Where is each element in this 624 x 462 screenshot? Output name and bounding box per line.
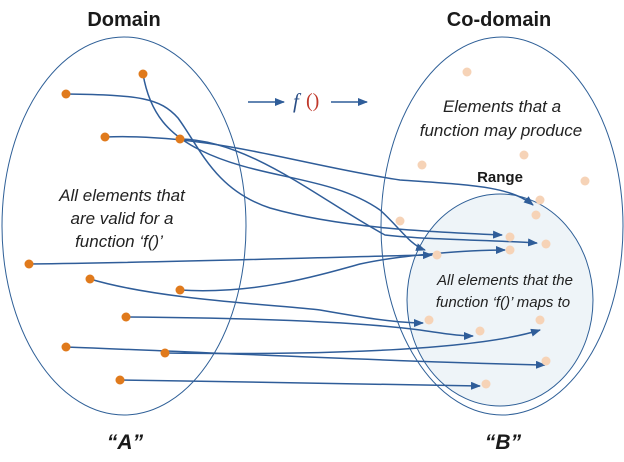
mapping-arrow bbox=[89, 278, 424, 327]
codomain-elements bbox=[395, 67, 590, 389]
domain-elements bbox=[24, 69, 185, 385]
mapping-arrow bbox=[28, 251, 433, 265]
range-element bbox=[475, 326, 485, 336]
set-label-a: “A” bbox=[107, 431, 144, 454]
range-title: Range bbox=[477, 169, 523, 186]
mapping-arrow bbox=[65, 93, 503, 239]
domain-caption-line-2: are valid for a bbox=[71, 209, 174, 228]
domain-element bbox=[115, 375, 125, 385]
codomain-element bbox=[580, 176, 590, 186]
codomain-caption-line-1: Elements that a bbox=[443, 97, 561, 116]
range-element bbox=[535, 315, 545, 325]
set-label-b: “B” bbox=[485, 431, 522, 454]
codomain-ellipse bbox=[380, 36, 624, 416]
range-element bbox=[432, 250, 442, 260]
function-parens: () bbox=[306, 90, 319, 112]
mapping-arrows bbox=[28, 73, 546, 390]
domain-element bbox=[61, 89, 71, 99]
domain-element bbox=[138, 69, 148, 79]
function-label: f () bbox=[248, 89, 368, 113]
domain-title: Domain bbox=[87, 9, 160, 31]
codomain-title: Co-domain bbox=[447, 9, 551, 31]
domain-element bbox=[24, 259, 34, 269]
domain-ellipse bbox=[1, 36, 247, 416]
mapping-arrow bbox=[179, 246, 506, 292]
mapping-arrow bbox=[119, 379, 481, 390]
domain-caption-line-1: All elements that bbox=[58, 186, 186, 205]
codomain-element bbox=[535, 195, 545, 205]
domain-caption-line-3: function ‘f()’ bbox=[75, 232, 163, 251]
range-element bbox=[541, 356, 551, 366]
mapping-arrow bbox=[164, 328, 541, 355]
function-name: f bbox=[293, 89, 302, 113]
codomain-caption-line-2: function may produce bbox=[420, 121, 583, 140]
domain-element bbox=[61, 342, 71, 352]
range-element bbox=[505, 245, 515, 255]
range-element bbox=[531, 210, 541, 220]
codomain-element bbox=[417, 160, 427, 170]
range-element bbox=[481, 379, 491, 389]
domain-element bbox=[85, 274, 95, 284]
domain-element bbox=[100, 132, 110, 142]
range-caption-line-2: function ‘f()’ maps to bbox=[436, 294, 570, 311]
range-element bbox=[505, 232, 515, 242]
domain-element bbox=[121, 312, 131, 322]
codomain-element bbox=[519, 150, 529, 160]
range-element bbox=[541, 239, 551, 249]
codomain-element bbox=[395, 216, 405, 226]
mapping-arrow bbox=[179, 138, 538, 247]
domain-element bbox=[175, 285, 185, 295]
domain-element bbox=[160, 348, 170, 358]
mapping-arrow bbox=[142, 73, 426, 251]
range-element bbox=[424, 315, 434, 325]
codomain-element bbox=[462, 67, 472, 77]
mapping-arrow bbox=[125, 316, 474, 340]
range-caption-line-1: All elements that the bbox=[436, 272, 573, 289]
domain-element bbox=[175, 134, 185, 144]
mapping-arrow bbox=[65, 346, 546, 369]
